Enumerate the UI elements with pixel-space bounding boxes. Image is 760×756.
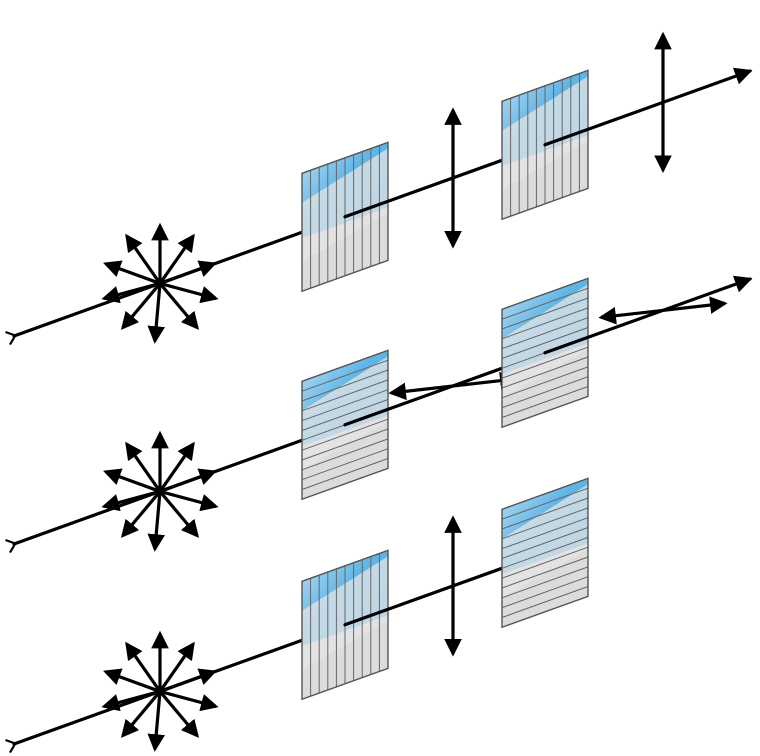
analyzer-3 [502,478,588,627]
unpolarized-ray-arrow [155,491,160,549]
polarization-arrow-horizontal [391,379,515,393]
row-1 [14,34,750,341]
unpolarized-ray-arrow [155,691,160,749]
unpolarized-ray-arrow [155,283,160,341]
row-3 [14,478,588,749]
row-2 [14,278,750,549]
output-polarization-arrow-horizontal [601,303,725,317]
